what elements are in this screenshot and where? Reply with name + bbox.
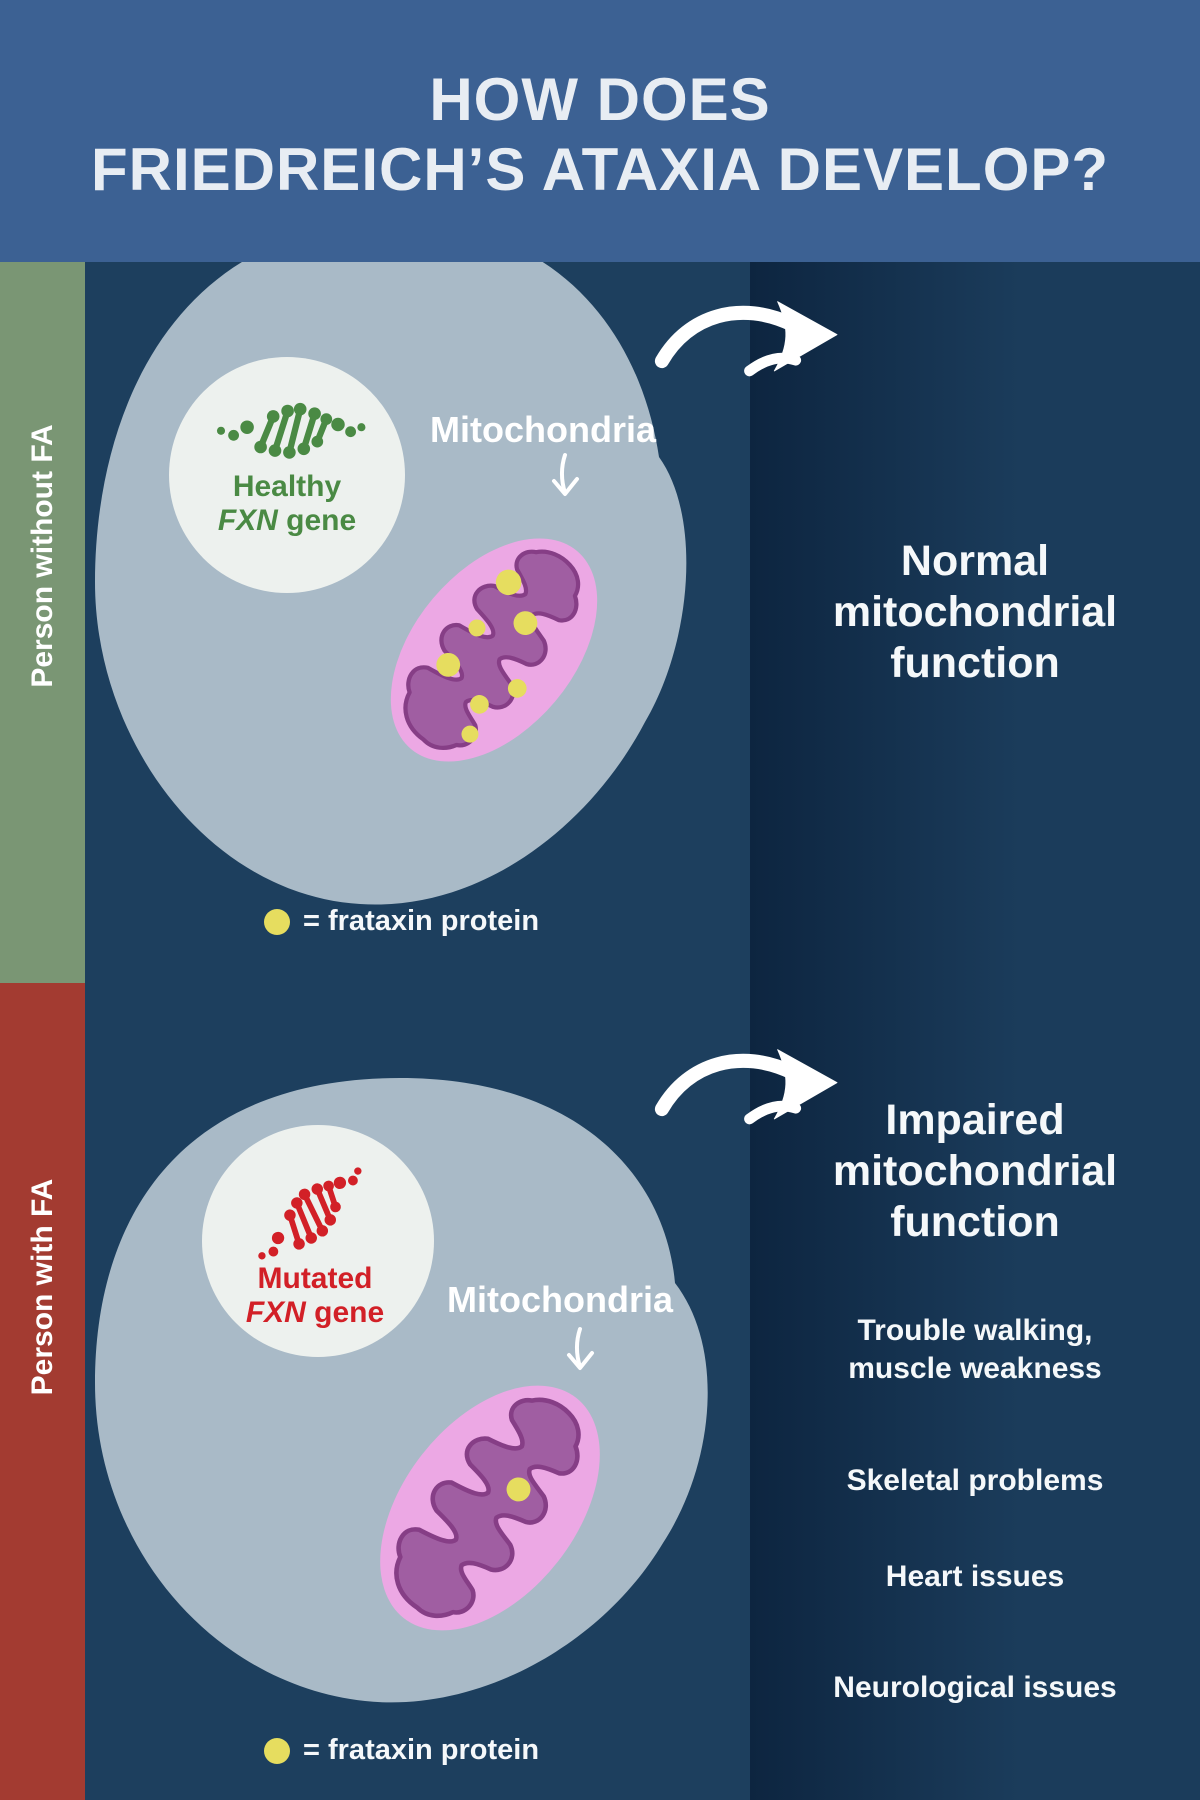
- curved-arrow-icon: [654, 1049, 838, 1125]
- curved-arrow-icon: [654, 301, 838, 377]
- frataxin-legend-top: = frataxin protein: [264, 905, 539, 938]
- result-line: mitochondrial: [832, 588, 1118, 636]
- page-title-line2: FRIEDREICH’S ATAXIA DEVELOP?: [90, 136, 1110, 203]
- frataxin-dot-icon: [264, 908, 290, 935]
- section-with-fa: [0, 983, 1200, 1800]
- sidebar-with-fa: [0, 983, 85, 1800]
- frataxin-legend-bottom: = frataxin protein: [264, 1734, 539, 1767]
- symptom-text: Neurological issues: [833, 1671, 1117, 1704]
- result-heading-normal: Normal mitochondrial function: [750, 536, 1200, 689]
- result-line: Normal: [900, 537, 1050, 585]
- result-line: function: [890, 639, 1060, 687]
- result-panel-with-fa: [750, 983, 1200, 1800]
- cell-body-shape: [95, 262, 687, 905]
- frataxin-dots: [506, 1477, 531, 1502]
- gene-word: Mutated: [257, 1262, 373, 1295]
- frataxin-dot-icon: [264, 1737, 290, 1764]
- mitochondria-illustration-impaired: [380, 1385, 600, 1631]
- mitochondria-illustration-healthy: [390, 538, 598, 762]
- page-title-line1: HOW DOES: [429, 66, 771, 133]
- legend-text: = frataxin protein: [303, 905, 540, 937]
- symptom-item: Neurological issues: [750, 1669, 1200, 1707]
- sidebar-label-with-fa: Person with FA: [26, 1178, 59, 1396]
- symptom-text: Heart issues: [885, 1560, 1065, 1593]
- down-arrow-icon: [552, 453, 579, 496]
- legend-text: = frataxin protein: [303, 1734, 540, 1766]
- down-arrow-icon: [567, 1327, 594, 1370]
- symptom-item: Skeletal problems: [750, 1462, 1200, 1500]
- frataxin-dots: [436, 569, 538, 743]
- result-line: Impaired: [885, 1096, 1065, 1144]
- gene-word: Healthy: [232, 470, 342, 503]
- result-line: function: [890, 1198, 1060, 1246]
- result-heading-impaired: Impaired mitochondrial function: [750, 1095, 1200, 1248]
- cell-illustration-healthy: [95, 262, 687, 905]
- mutated-gene-label: Mutated FXN gene: [205, 1262, 425, 1330]
- broken-dna-icon: [258, 1167, 362, 1260]
- symptom-item: Heart issues: [750, 1558, 1200, 1596]
- symptom-text: Skeletal problems: [846, 1464, 1104, 1497]
- mitochondria-label-top: Mitochondria: [430, 409, 656, 450]
- healthy-gene-label: Healthy FXN gene: [177, 470, 397, 538]
- cell-illustration-mutated: [95, 1078, 708, 1703]
- section-without-fa: [0, 262, 1200, 983]
- gene-word-2: gene: [286, 504, 357, 537]
- dna-icon: [216, 402, 366, 459]
- sidebar-without-fa: [0, 262, 85, 983]
- result-panel-without-fa: [750, 262, 1200, 983]
- symptom-item: Trouble walking, muscle weakness: [750, 1312, 1200, 1388]
- gene-word-2: gene: [314, 1296, 385, 1329]
- gene-name-italic: FXN: [217, 504, 278, 537]
- header-banner: HOW DOES FRIEDREICH’S ATAXIA DEVELOP?: [0, 0, 1200, 262]
- gene-name-italic: FXN: [245, 1296, 306, 1329]
- nucleus-circle: [202, 1125, 434, 1357]
- result-line: mitochondrial: [832, 1147, 1118, 1195]
- symptom-text: Trouble walking, muscle weakness: [848, 1314, 1102, 1385]
- mitochondria-label-bottom: Mitochondria: [447, 1279, 673, 1320]
- nucleus-circle: [169, 357, 405, 593]
- sidebar-label-without-fa: Person without FA: [26, 424, 59, 688]
